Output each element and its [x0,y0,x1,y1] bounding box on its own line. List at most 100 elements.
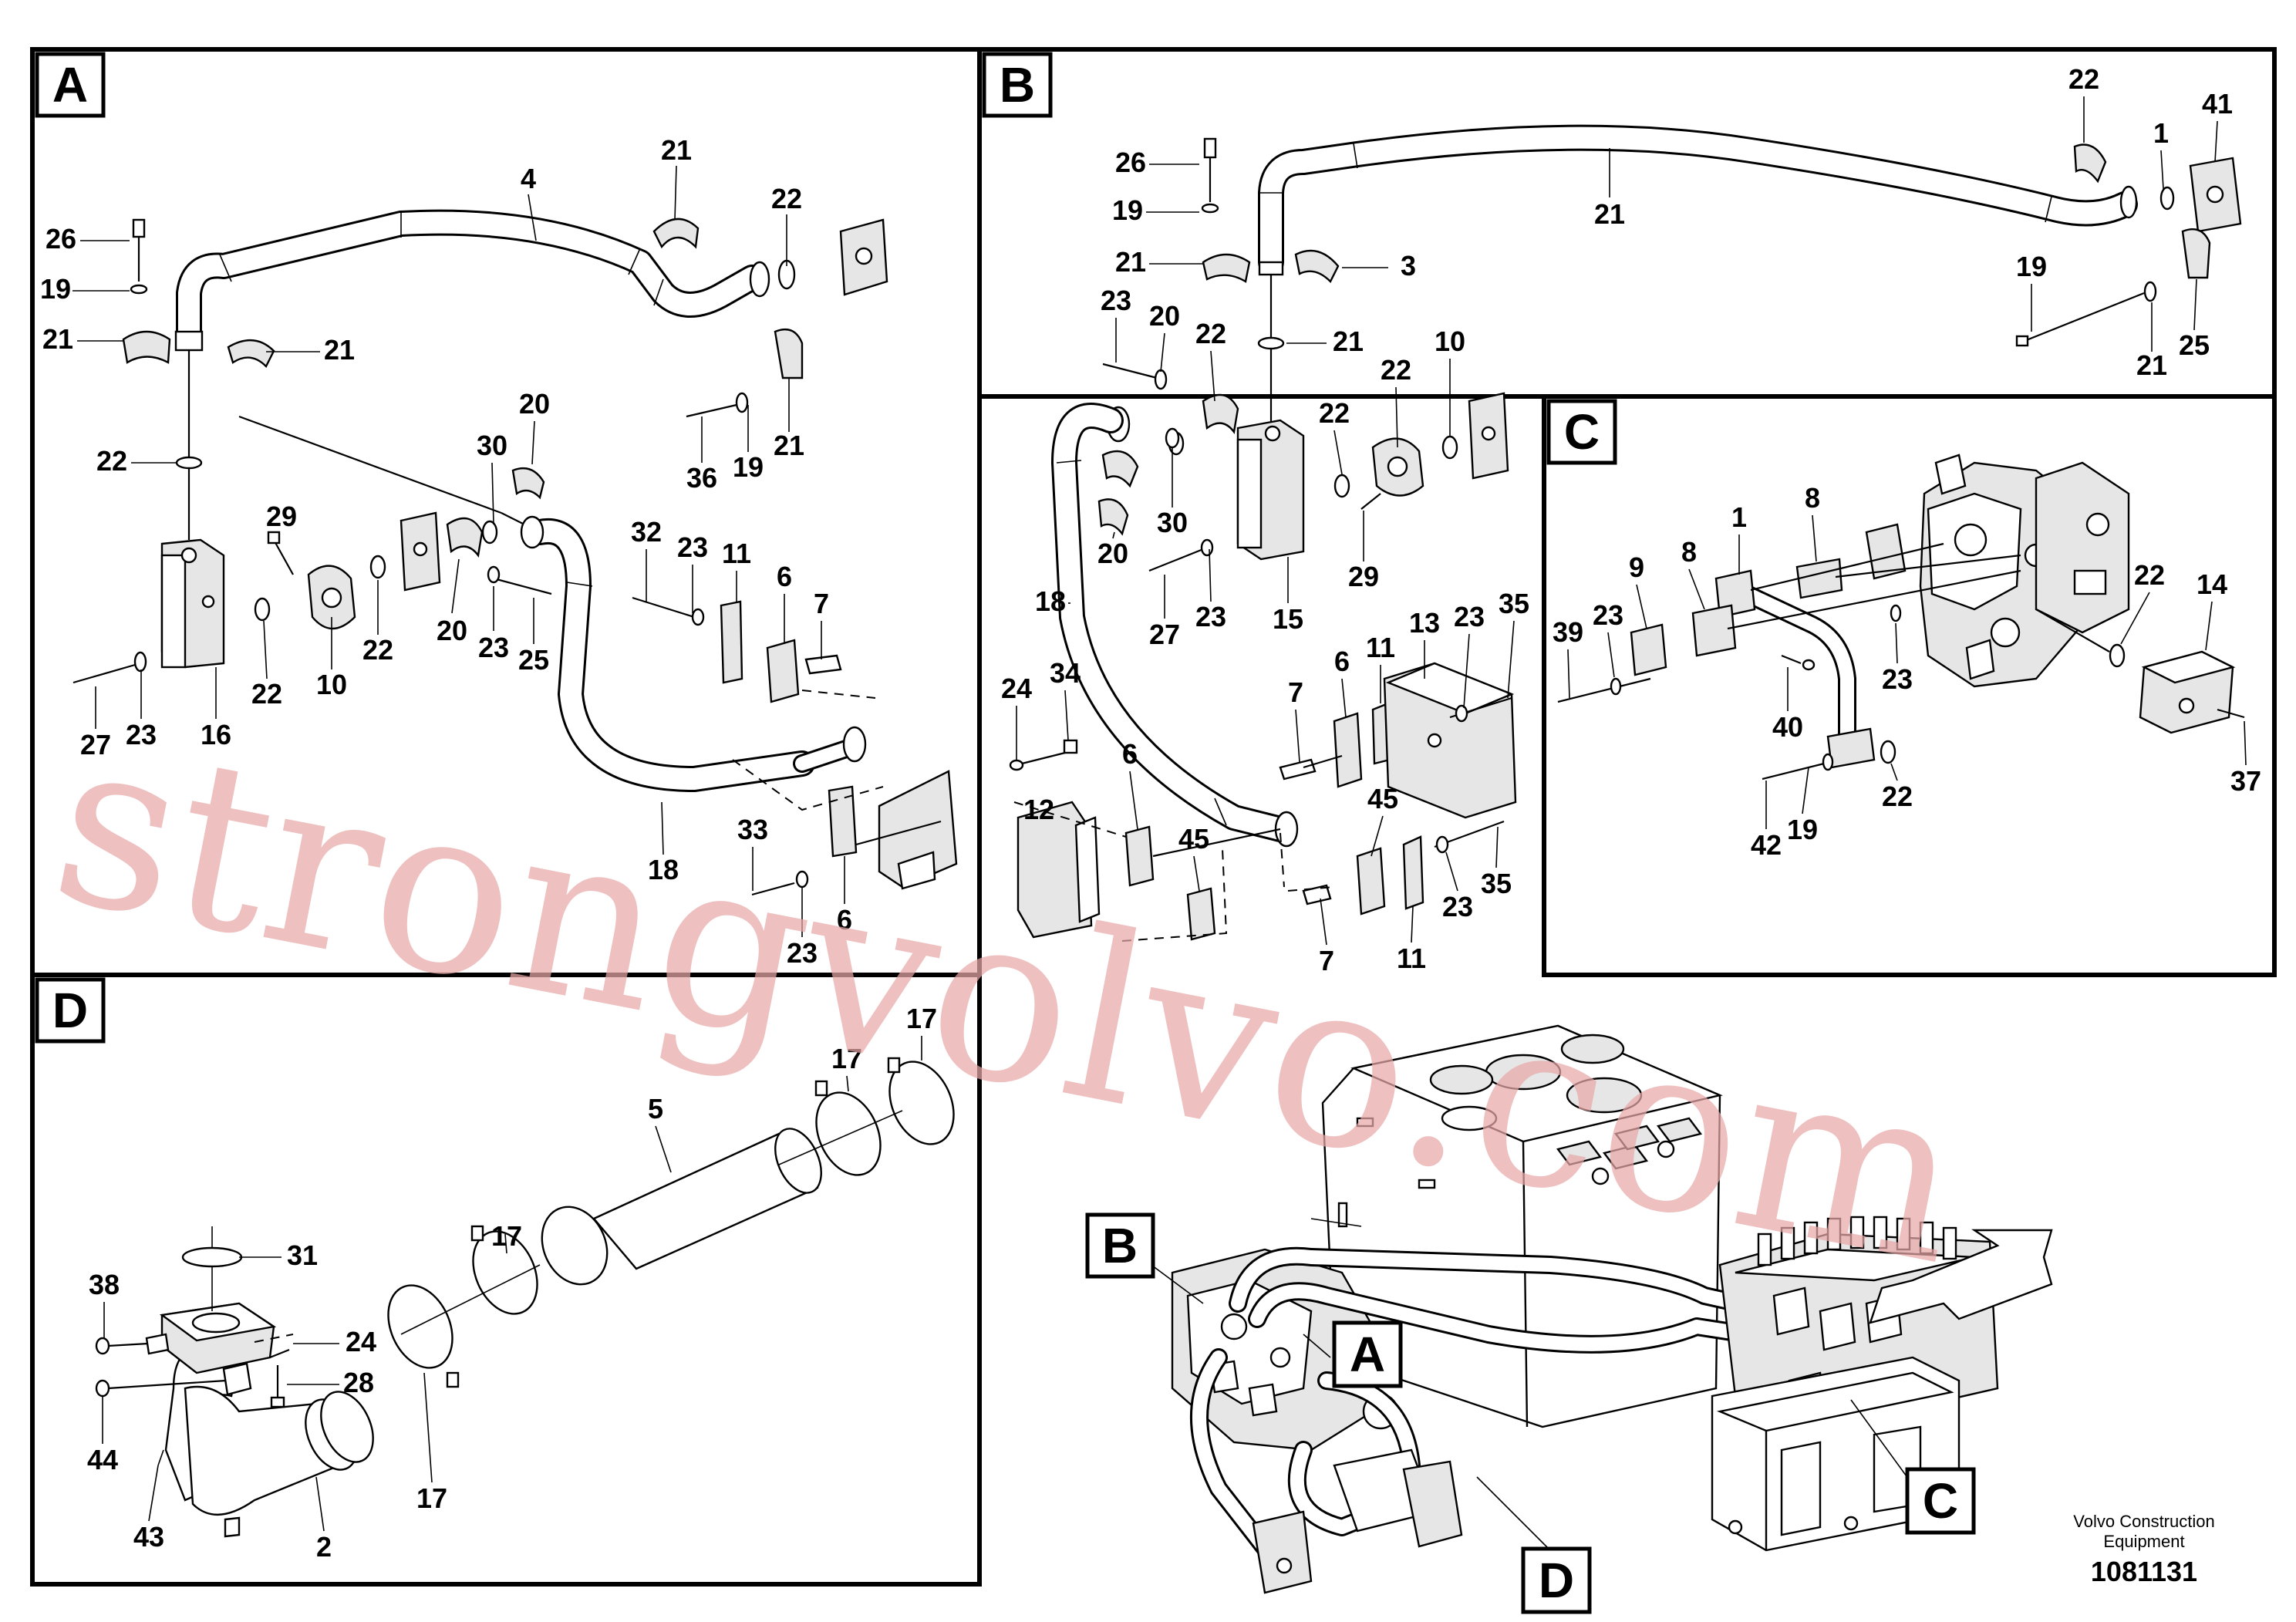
part-callout: 21 [661,134,692,166]
part-callout: 38 [89,1269,120,1300]
part-callout: 6 [1334,646,1350,677]
part-callout: 31 [287,1239,318,1271]
part-callout: 18 [648,854,679,885]
section-letter: D [1539,1553,1574,1608]
panel-b-callouts: 26 19 21 21 3 21 22 1 41 19 21 25 23 20 … [1001,63,2233,976]
part-callout: 23 [1195,601,1226,632]
part-callout: 4 [521,163,536,194]
part-callout: 6 [777,561,792,592]
overview-tag-c: C [1905,1467,1976,1535]
part-callout: 15 [1273,603,1303,635]
panel-c-frame [1542,394,2277,977]
part-callout: 14 [2197,568,2227,600]
part-callout: 36 [686,462,717,494]
watermark: strongvolvo.com [35,684,1982,1317]
part-callout: 37 [2230,765,2261,797]
part-callout: 10 [316,669,347,700]
part-callout: 21 [1115,246,1146,278]
overview-tag-d: D [1521,1546,1592,1614]
brand-line-1: Volvo Construction [2073,1512,2214,1531]
part-callout: 8 [1681,536,1697,568]
part-callout: 23 [787,937,818,969]
part-callout: 19 [1787,814,1818,845]
part-callout: 2 [316,1531,332,1563]
part-callout: 22 [362,634,393,666]
panel-a-callouts: 4 21 22 26 19 21 21 22 36 19 21 20 30 29… [40,134,852,969]
part-callout: 18 [1035,585,1066,617]
part-callout: 7 [814,588,829,619]
section-letter: B [1000,57,1035,113]
part-callout: 22 [1195,318,1226,349]
overview-tag-b: B [1085,1212,1155,1279]
part-callout: 1 [2153,117,2169,149]
part-callout: 21 [324,334,355,366]
part-callout: 19 [733,451,764,483]
part-callout: 24 [346,1326,376,1357]
part-callout: 23 [677,531,708,563]
section-letter: C [1923,1473,1958,1529]
part-callout: 21 [774,430,804,461]
part-callout: 3 [1401,250,1416,282]
part-callout: 9 [1629,551,1644,583]
part-callout: 21 [1594,198,1625,230]
section-letter: A [1350,1327,1385,1382]
part-callout: 20 [519,388,550,420]
part-callout: 8 [1805,482,1820,514]
part-callout: 21 [1333,325,1364,357]
part-callout: 20 [1149,300,1180,332]
part-callout: 25 [518,644,549,676]
part-callout: 39 [1553,616,1583,648]
part-callout: 5 [648,1093,663,1125]
part-callout: 30 [1157,507,1188,538]
panel-d-drawing [95,1057,955,1538]
part-callout: 23 [126,719,157,750]
section-letter: D [52,983,88,1038]
part-callout: 22 [2134,559,2165,591]
panel-a-label: A [35,52,106,118]
part-callout: 19 [1112,194,1143,226]
section-letter: C [1564,404,1600,460]
panel-b-drawing [1009,124,2242,942]
panel-d-label: D [35,977,106,1044]
part-callout: 17 [416,1482,447,1514]
part-callout: 7 [1288,676,1303,708]
part-callout: 23 [1593,599,1623,631]
part-callout: 6 [1122,738,1138,770]
part-callout: 45 [1367,783,1398,814]
part-callout: 34 [1050,657,1081,689]
part-callout: 22 [771,183,802,214]
part-callout: 29 [1348,561,1379,592]
part-callout: 26 [1115,147,1146,178]
part-callout: 30 [477,430,507,461]
drawing-number: 1081131 [2091,1556,2197,1587]
panel-c-callouts: 1 8 8 9 39 23 40 23 22 14 42 19 22 37 [1553,482,2261,861]
part-callout: 10 [1435,325,1465,357]
part-callout: 17 [831,1043,862,1074]
part-callout: 20 [1097,538,1128,569]
part-callout: 22 [96,445,127,477]
part-callout: 35 [1481,868,1512,899]
part-callout: 7 [1319,945,1334,976]
part-callout: 21 [2136,349,2167,381]
part-callout: 19 [40,273,71,305]
brand-block: Volvo Construction Equipment 1081131 [2073,1512,2214,1587]
part-callout: 11 [1366,632,1395,663]
part-callout: 45 [1178,823,1209,855]
part-callout: 17 [906,1003,937,1034]
part-callout: 43 [133,1521,164,1553]
part-callout: 23 [1882,663,1913,695]
part-callout: 33 [737,814,768,845]
part-callout: 23 [478,632,509,663]
panel-c-drawing [1557,454,2245,781]
part-callout: 23 [1454,601,1485,632]
panel-a-drawing [72,209,958,896]
overview-machine [1171,1024,2053,1594]
part-callout: 13 [1409,607,1440,639]
part-callout: 6 [837,904,852,936]
part-callout: 27 [80,729,111,760]
panel-b-label: B [982,52,1053,118]
part-callout: 16 [201,719,231,750]
part-callout: 41 [2202,88,2233,120]
part-callout: 22 [251,678,282,710]
